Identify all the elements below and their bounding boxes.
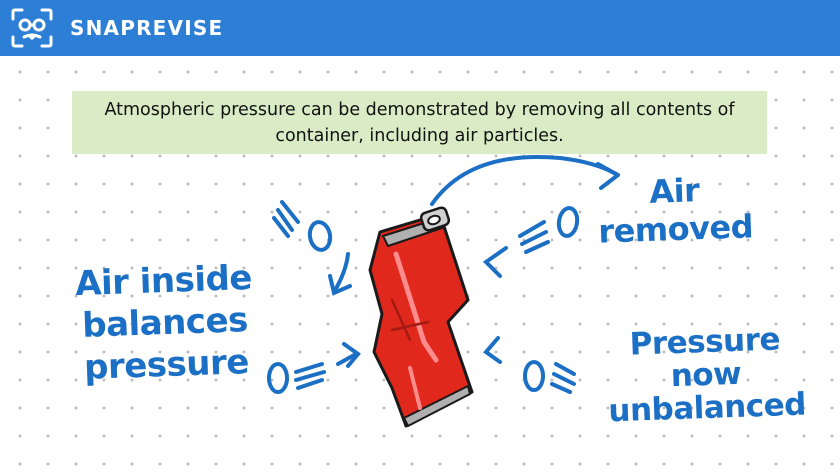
air-particle-bottom-right xyxy=(483,336,576,394)
header-bar: SNAPREVISE xyxy=(0,0,840,56)
air-particle-top-left xyxy=(272,200,352,296)
label-air-inside: Air inside balances pressure xyxy=(74,257,253,388)
label-pressure-unbalanced: Pressure now unbalanced xyxy=(607,321,807,430)
owl-face-logo-icon xyxy=(11,8,53,48)
arrow-air-removed-icon xyxy=(430,155,620,206)
info-text: Atmospheric pressure can be demonstrated… xyxy=(104,99,735,146)
crushed-can xyxy=(368,212,474,428)
air-particle-top-right xyxy=(482,206,580,278)
air-particle-bottom-left xyxy=(267,342,361,394)
brand-name: SNAPREVISE xyxy=(70,16,224,40)
label-air-removed: Air removed xyxy=(597,171,754,251)
info-box: Atmospheric pressure can be demonstrated… xyxy=(72,91,767,154)
can-tab-icon xyxy=(419,206,451,232)
